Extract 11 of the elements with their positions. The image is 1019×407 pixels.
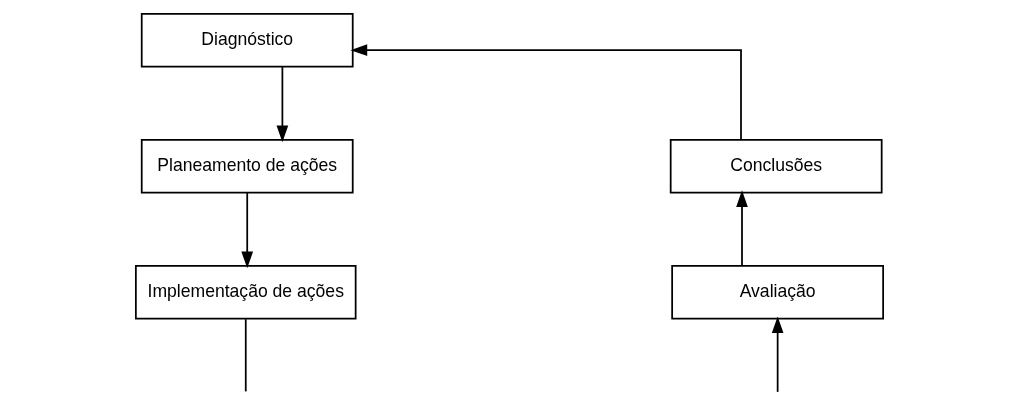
arrow — [241, 192, 254, 269]
arrow — [350, 44, 742, 141]
node-box: Conclusões — [669, 139, 883, 194]
node-box: Diagnóstico — [140, 13, 354, 68]
node-box: Planeamento de ações — [140, 139, 354, 194]
node-box: Implementação de ações — [135, 265, 357, 320]
node-box: Avaliação — [671, 265, 884, 320]
arrow — [771, 316, 784, 393]
arrow — [276, 66, 289, 143]
connector — [244, 318, 247, 393]
arrow — [736, 190, 748, 267]
